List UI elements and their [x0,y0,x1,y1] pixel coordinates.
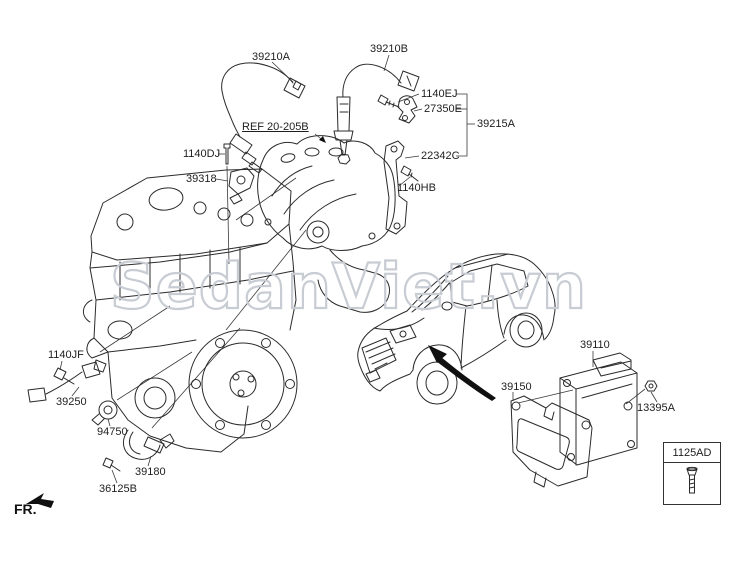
o2-sensor-b-illustration [333,63,420,156]
bracket-27350e [397,95,418,124]
legend-part-code: 1125AD [664,443,720,463]
callout-1140EJ: 1140EJ [421,88,458,100]
callout-39110: 39110 [580,339,610,351]
fr-direction-arrow [26,493,54,508]
callout-39318: 39318 [186,173,217,185]
callout-27350E: 27350E [424,103,462,115]
callout-94750: 94750 [97,426,128,438]
leader-lines [59,54,658,484]
left-sensors-illustration [27,359,175,472]
callout-22342C: 22342C [421,150,460,162]
callout-39210A: 39210A [252,51,290,63]
hardware-legend-box: 1125AD [663,442,721,505]
callout-39150: 39150 [501,381,532,393]
callout-1140JF: 1140JF [48,349,84,361]
stay-22342c [383,140,408,235]
callout-36125B: 36125B [99,483,137,495]
bolt-1140ej [377,94,389,106]
o2-sensor-a-illustration [221,62,306,174]
bolt-1140dj [223,143,231,165]
nut-13395a-illustration [644,380,658,392]
callout-39180: 39180 [135,466,166,478]
callout-39210B: 39210B [370,43,408,55]
engine-illustration [83,168,298,453]
vehicle-illustration [357,253,556,405]
bolt-icon [686,466,698,494]
callout-1140DJ: 1140DJ [183,148,221,160]
construction-lines [99,165,646,429]
callout-39250: 39250 [56,396,87,408]
bolt-1140jf [53,367,67,381]
ref-manifold-link[interactable]: REF 20-205B [242,121,309,133]
exhaust-manifold-illustration [257,135,396,313]
fr-label: FR. [14,501,37,517]
screw-36125b [102,457,114,469]
callout-1140HB: 1140HB [397,182,436,194]
part-39180-hose [123,429,161,460]
bracket-kit-illustration [377,94,419,235]
sensor-39250-connector [27,387,47,403]
knock-sensor-94750 [98,400,118,420]
callout-13395A: 13395A [637,402,675,414]
ecu-illustration [559,352,638,466]
ecu-bracket-illustration [510,395,593,488]
bolt-1140hb [400,165,412,177]
location-arrow [428,345,496,401]
callout-39215A: 39215A [477,118,515,130]
sensor-39318-illustration [223,143,255,205]
